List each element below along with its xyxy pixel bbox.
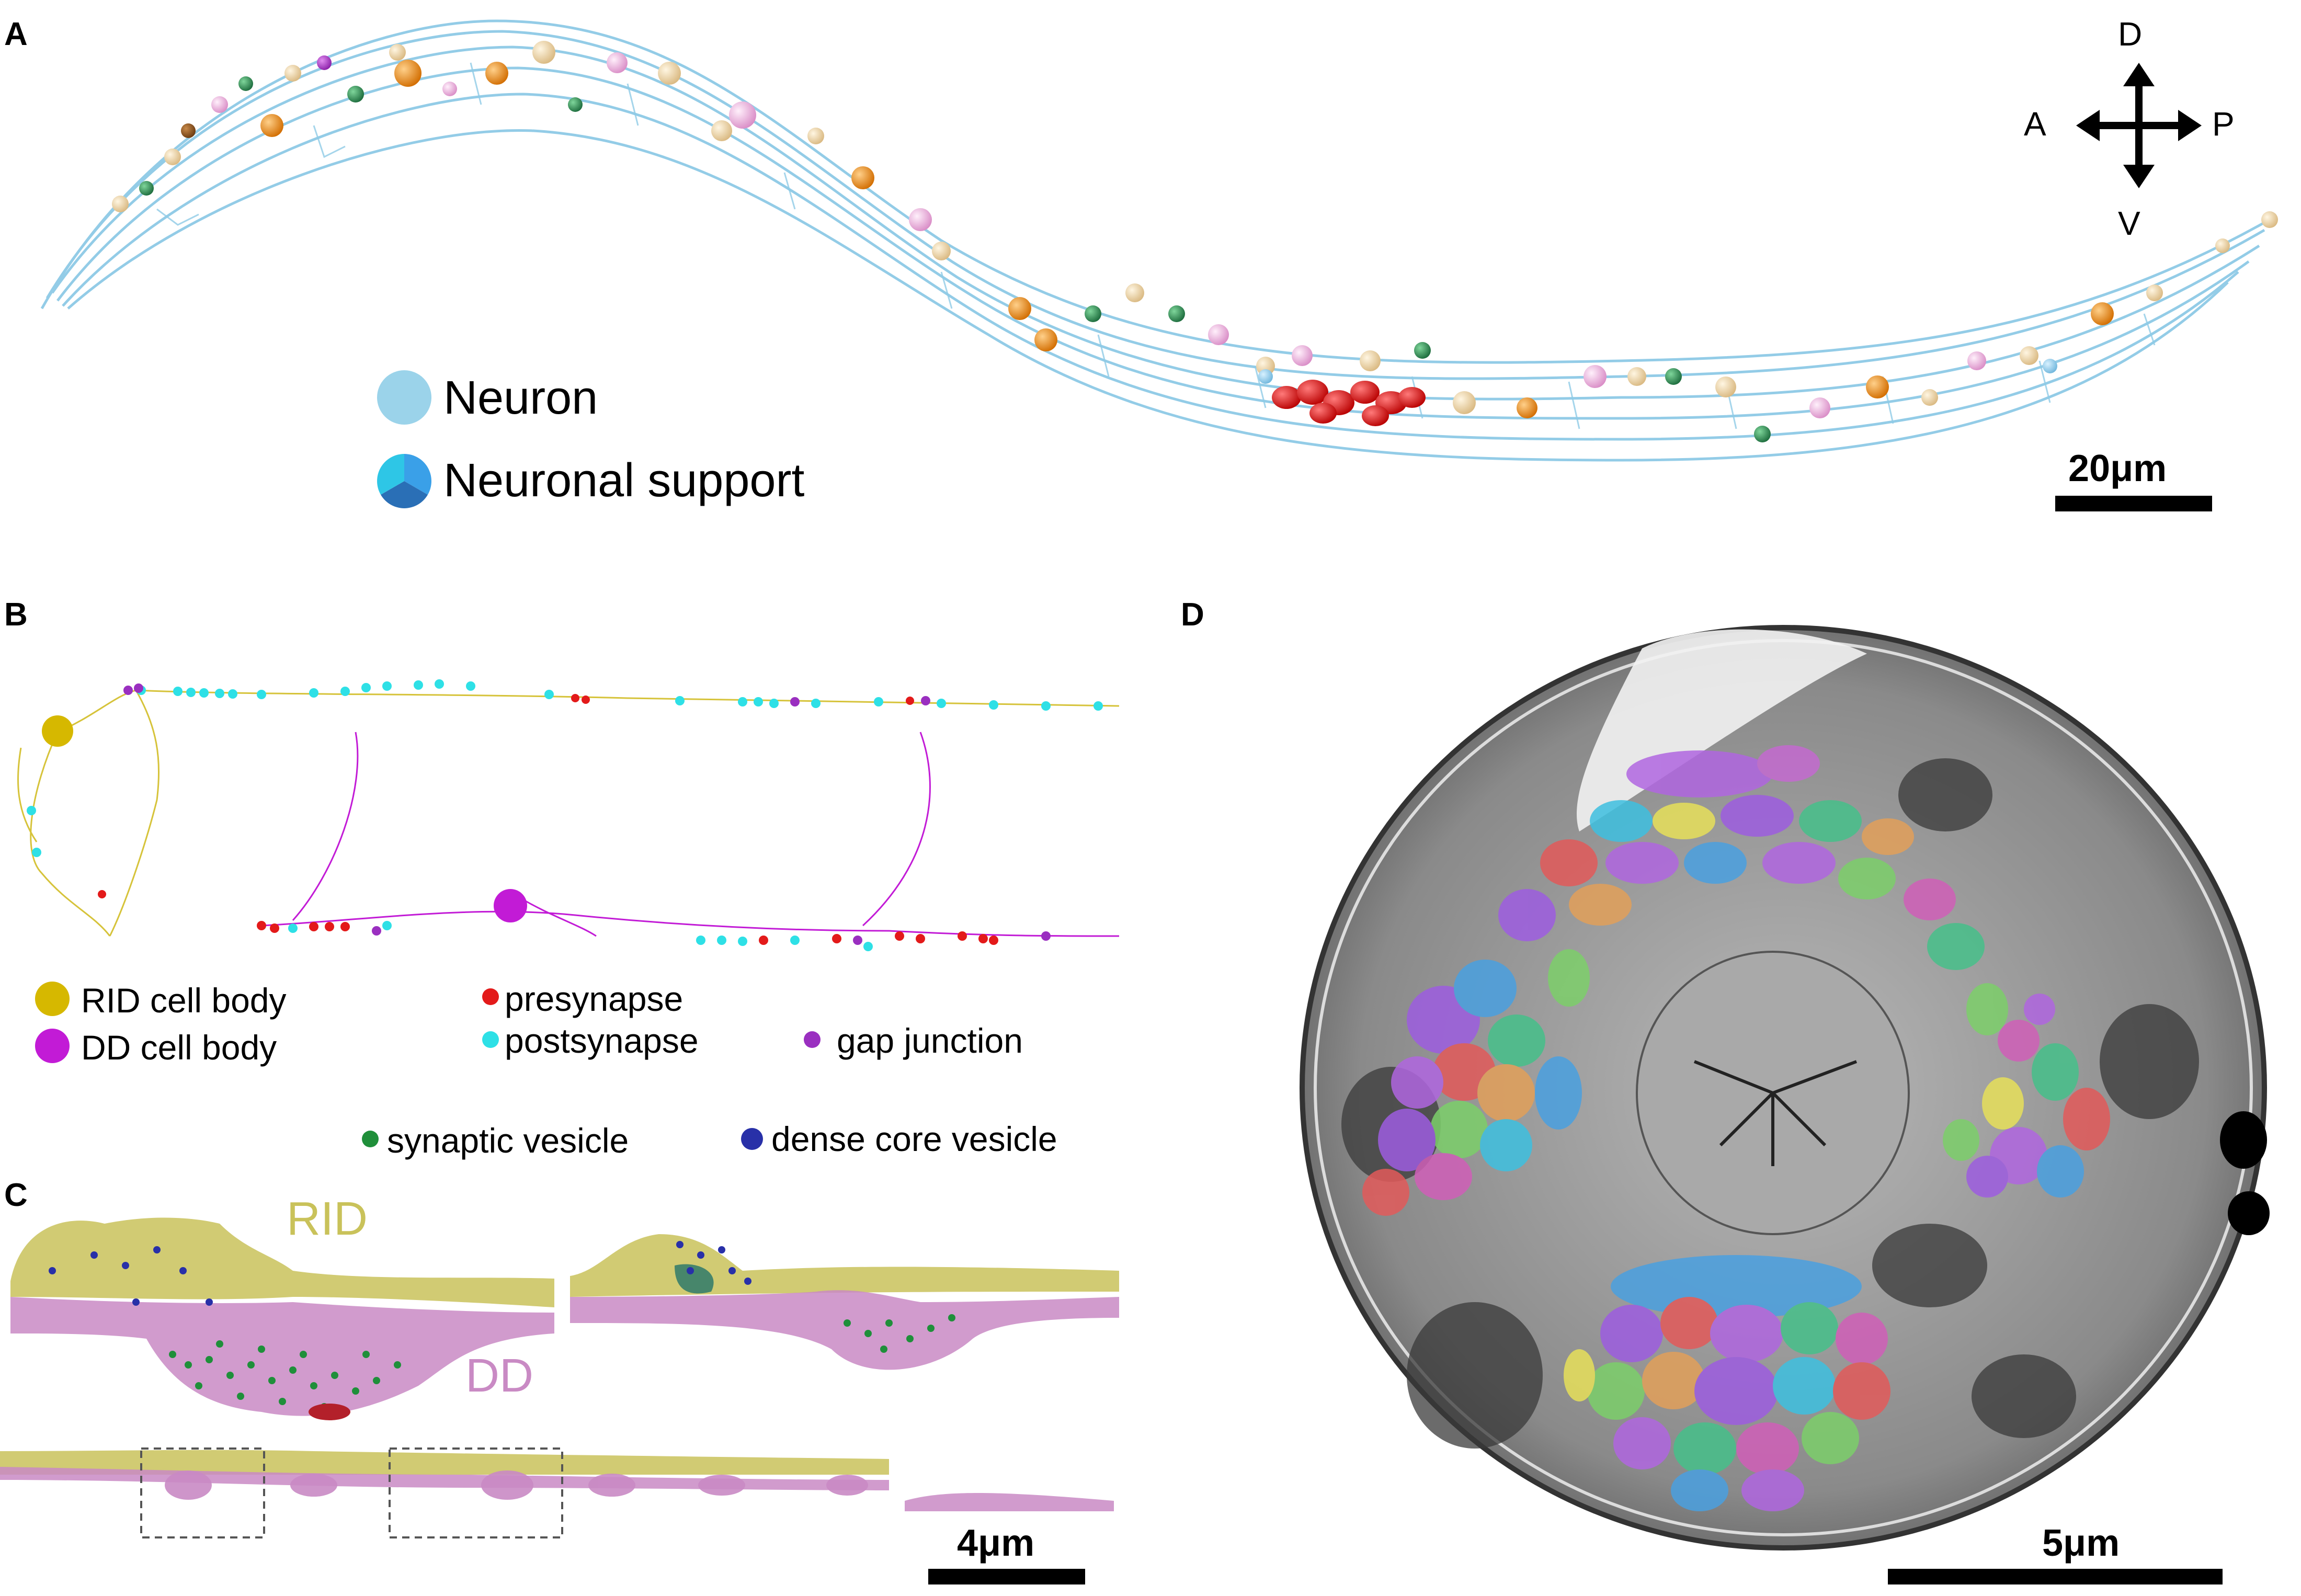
- rid-dd-contact-render: [0, 1217, 1119, 1538]
- panel-c-scale-bar: [928, 1569, 1085, 1584]
- orientation-compass: [2076, 63, 2202, 188]
- dd-label: DD: [465, 1350, 533, 1402]
- worm-reconstruction: [40, 19, 2278, 462]
- compass-anterior-label: A: [2024, 105, 2046, 143]
- rid-dd-neurons: [17, 679, 1120, 951]
- rid-cell-body-label: RID cell body: [81, 981, 287, 1020]
- neuronal-support-legend-swatch: [377, 454, 431, 508]
- panel-b-label: B: [4, 597, 28, 633]
- neuron-legend-swatch: [377, 370, 431, 425]
- neuronal-support-legend-label: Neuronal support: [443, 454, 805, 507]
- panel-d-scale-label: 5μm: [2042, 1522, 2120, 1564]
- em-cross-section: [1300, 625, 2270, 1551]
- postsynapse-swatch: [482, 1031, 499, 1048]
- rid-cell-body-swatch: [35, 982, 70, 1016]
- gap-junction-swatch: [804, 1031, 821, 1048]
- neuron-legend-label: Neuron: [443, 372, 598, 424]
- dd-cell-body-label: DD cell body: [81, 1028, 277, 1067]
- compass-posterior-label: P: [2212, 105, 2235, 143]
- dd-cell-body-swatch: [35, 1029, 70, 1063]
- presynapse-label: presynapse: [505, 979, 684, 1018]
- dense-core-vesicle-label: dense core vesicle: [771, 1120, 1057, 1158]
- postsynapse-label: postsynapse: [505, 1021, 699, 1060]
- rid-label: RID: [287, 1193, 368, 1245]
- panel-c-scale-label: 4μm: [957, 1522, 1035, 1564]
- panel-a-scale-bar: [2055, 496, 2212, 511]
- dense-core-vesicle-swatch: [741, 1128, 763, 1150]
- synaptic-vesicle-label: synaptic vesicle: [387, 1121, 629, 1160]
- panel-c-label: C: [4, 1177, 28, 1213]
- panel-d-scale-bar: [1888, 1569, 2223, 1584]
- panel-d-label: D: [1181, 597, 1204, 633]
- panel-a-scale-label: 20μm: [2068, 448, 2167, 489]
- compass-dorsal-label: D: [2118, 15, 2143, 53]
- presynapse-swatch: [482, 988, 499, 1005]
- panel-a-label: A: [4, 16, 28, 52]
- synaptic-vesicle-swatch: [362, 1131, 379, 1147]
- gap-junction-label: gap junction: [837, 1021, 1023, 1060]
- compass-ventral-label: V: [2118, 204, 2140, 242]
